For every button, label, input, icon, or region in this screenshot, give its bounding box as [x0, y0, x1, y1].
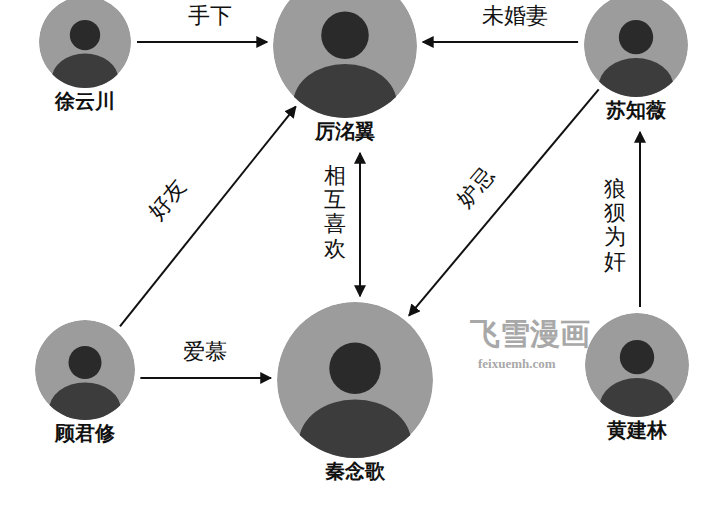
portrait-head: [620, 340, 654, 374]
relation-arrow: [137, 41, 267, 43]
portrait-head: [329, 343, 380, 394]
portrait: [584, 0, 688, 97]
portrait-head: [70, 20, 100, 50]
relation-label: 爱慕: [183, 339, 227, 365]
portrait: [39, 0, 131, 88]
portrait: [585, 313, 689, 417]
portrait: [277, 302, 433, 458]
portrait: [273, 0, 417, 118]
character-node: 秦念歌: [277, 302, 433, 458]
relation-arrow: [409, 89, 599, 315]
character-node: 黄建林: [585, 313, 689, 417]
name-block: 徐云川: [55, 90, 115, 113]
character-name: 顾君修: [55, 422, 115, 445]
character-name: 厉洺翼: [315, 120, 375, 143]
portrait: [35, 320, 135, 420]
watermark: feixuemh.com: [478, 356, 556, 372]
character-node: 厉洺翼: [273, 0, 417, 118]
relation-label: 妒忌: [452, 163, 500, 214]
relation-arrow: [423, 41, 578, 43]
character-node: 苏知薇: [584, 0, 688, 97]
name-block: 秦念歌: [325, 460, 385, 483]
relation-arrow: [359, 153, 361, 296]
relation-label: 未婚妻: [482, 3, 548, 29]
name-block: 厉洺翼: [315, 120, 375, 143]
relation-label: 手下: [188, 3, 232, 29]
relation-label: 好友: [144, 175, 192, 226]
relation-arrow: [140, 377, 271, 379]
relation-label: 相互喜欢: [324, 164, 346, 261]
portrait-head: [321, 11, 369, 59]
name-block: 苏知薇: [606, 99, 666, 122]
character-name: 苏知薇: [606, 99, 666, 122]
portrait-shoulders: [49, 383, 121, 421]
character-name: 黄建林: [607, 419, 667, 442]
relation-arrow: [120, 107, 296, 327]
name-block: 顾君修: [55, 422, 115, 445]
portrait-shoulders: [599, 58, 674, 97]
portrait-head: [69, 346, 102, 379]
portrait-head: [619, 20, 653, 54]
portrait-shoulders: [293, 64, 397, 118]
relation-label: 狼狈为奸: [604, 177, 626, 274]
character-node: 徐云川: [39, 0, 131, 88]
character-node: 顾君修: [35, 320, 135, 420]
character-name: 秦念歌: [325, 460, 385, 483]
relation-arrow: [639, 132, 641, 307]
portrait-shoulders: [600, 378, 675, 417]
portrait-shoulders: [52, 54, 118, 88]
name-block: 黄建林: [607, 419, 667, 442]
watermark: 飞雪漫画: [470, 314, 590, 355]
portrait-shoulders: [299, 400, 411, 459]
character-name: 徐云川: [55, 90, 115, 113]
